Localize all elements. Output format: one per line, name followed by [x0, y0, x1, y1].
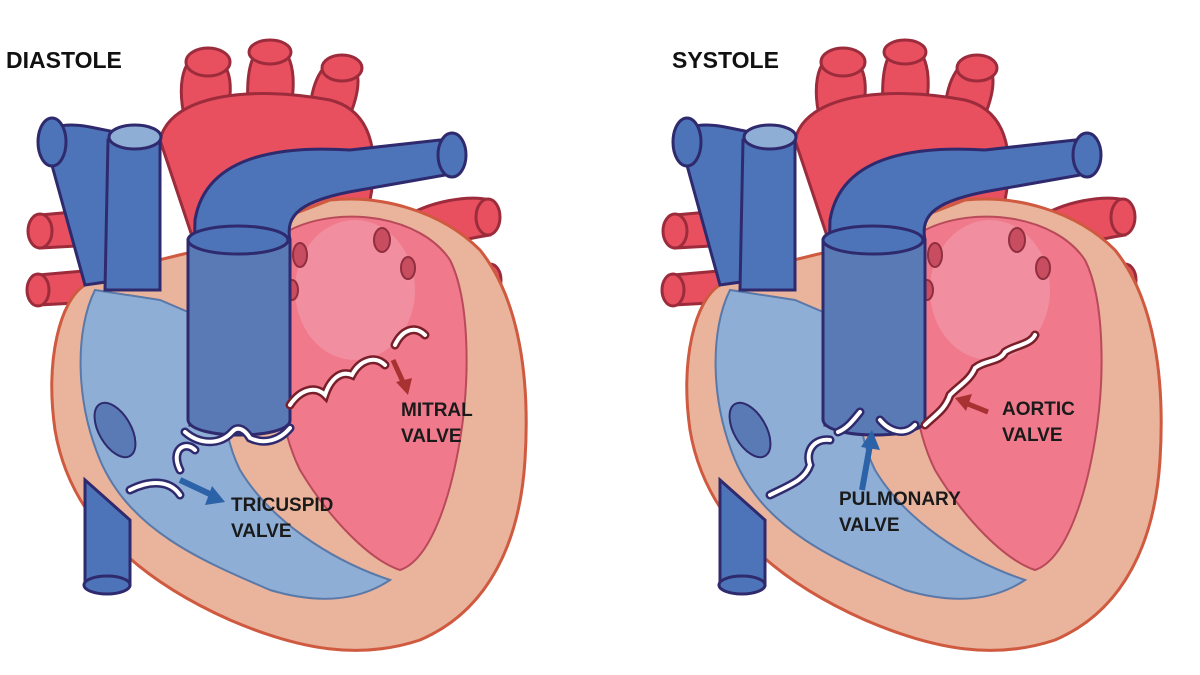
label-pulmonary-valve: PULMONARY VALVE — [839, 489, 961, 536]
label-aortic-valve: AORTIC VALVE — [1002, 399, 1075, 446]
blood-flow-arrow-mitral — [390, 358, 412, 395]
label-tricuspid-valve: TRICUSPID VALVE — [231, 495, 334, 542]
panel-title-diastole: DIASTOLE — [6, 47, 122, 73]
pulmonary-valve-leaflet — [833, 407, 920, 437]
blood-flow-arrow-pulmonary — [859, 430, 880, 491]
tricuspid-valve-leaflet-closed — [765, 435, 835, 500]
label-mitral-valve: MITRAL VALVE — [401, 400, 473, 447]
aortic-valve-leaflet — [920, 330, 1040, 430]
heart-illustration-systole — [660, 38, 1163, 652]
heart-illustration-diastole — [25, 38, 528, 652]
panel-title-systole: SYSTOLE — [672, 47, 779, 73]
blood-flow-arrow-tricuspid — [178, 477, 225, 505]
blood-flow-arrow-aortic — [955, 394, 989, 415]
mitral-valve-leaflet — [285, 325, 430, 410]
tricuspid-valve-leaflet — [125, 423, 295, 500]
